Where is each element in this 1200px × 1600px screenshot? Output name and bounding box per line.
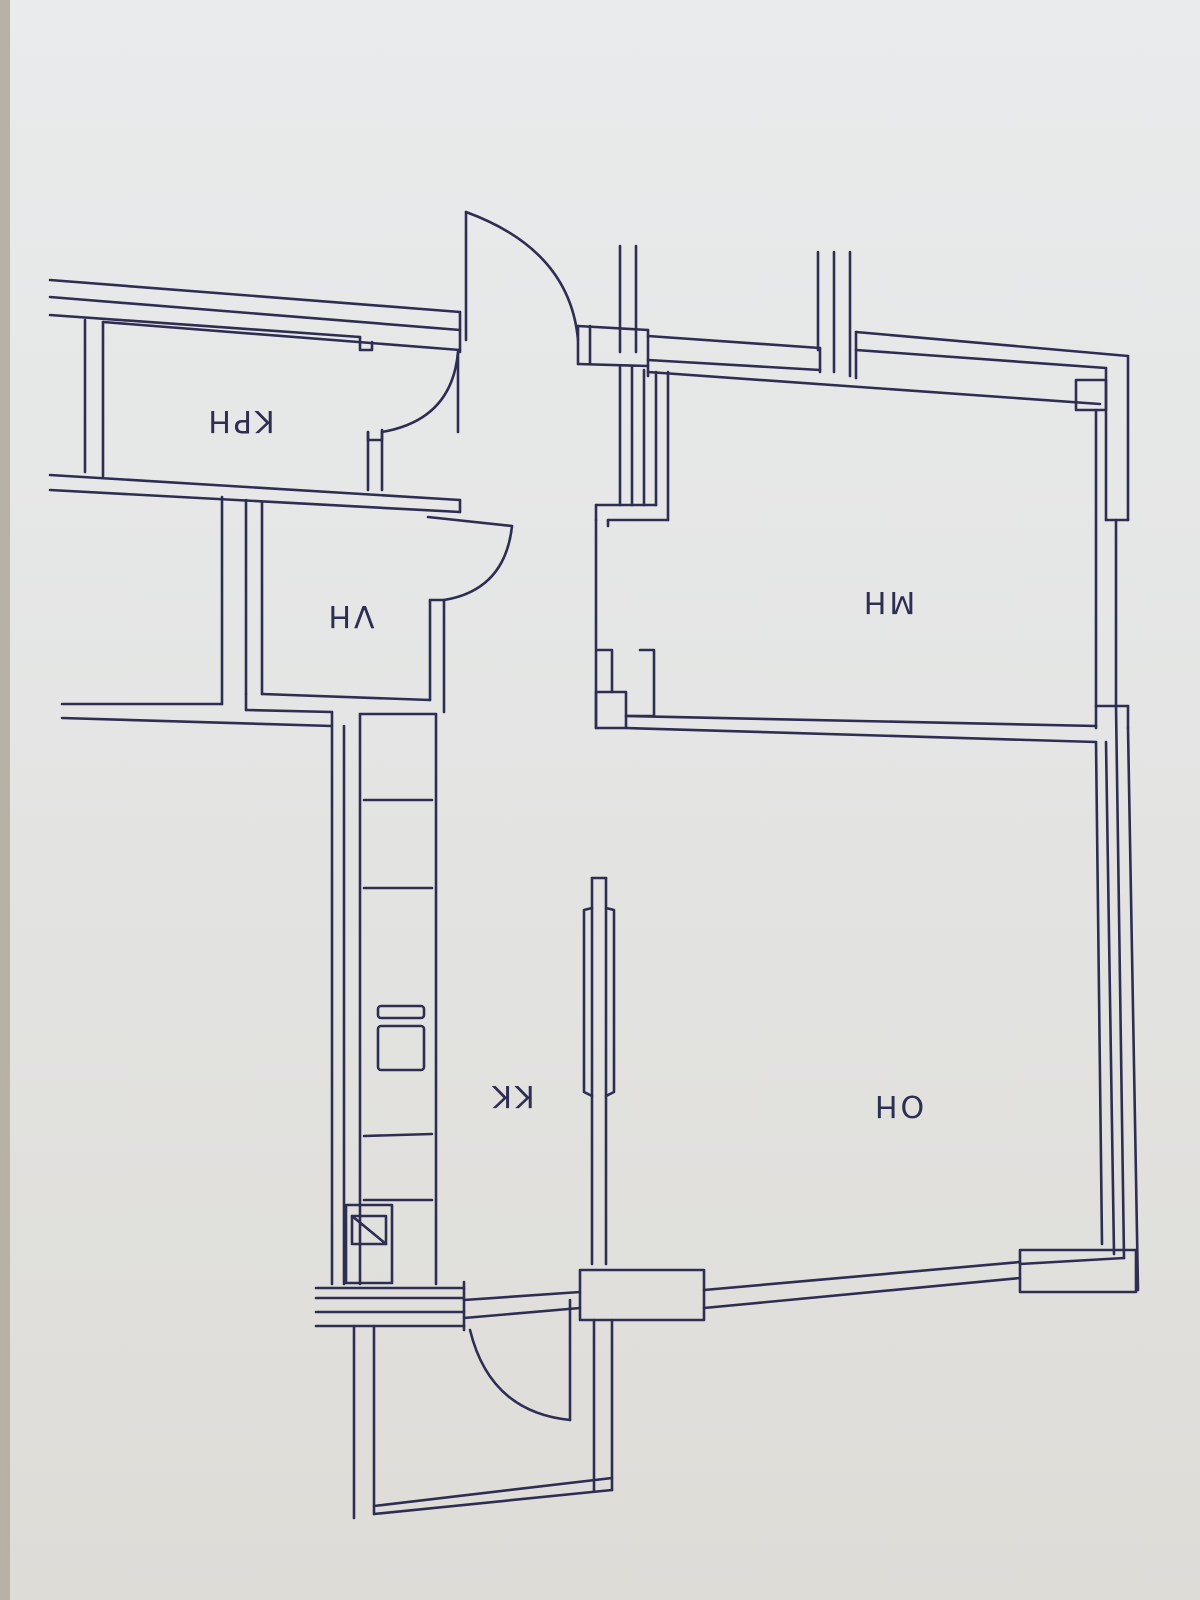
kitchen-counter: [358, 712, 438, 1286]
oh-right-wall: [1094, 704, 1140, 1292]
top-right-wall: [576, 324, 1130, 522]
sink-icon: [344, 1203, 394, 1285]
top-risers: [618, 244, 852, 378]
hall-column: [594, 364, 670, 528]
room-label-mh: MH: [861, 584, 915, 619]
krh-door: [380, 350, 460, 434]
left-walls: [60, 692, 346, 1286]
stove-icon: [376, 1004, 426, 1072]
krh-walls: [48, 318, 462, 514]
glass-partition: [582, 876, 616, 1266]
paper-sheet: [10, 0, 1200, 1600]
room-label-vh: VH: [325, 598, 374, 633]
mh-walls: [594, 408, 1130, 744]
room-label-krh: KPH: [205, 403, 274, 438]
balcony: [352, 1298, 614, 1520]
top-left-wall: [48, 278, 462, 354]
entrance-door: [464, 210, 580, 366]
vh-walls: [220, 495, 514, 714]
bottom-wall: [314, 1248, 1138, 1332]
room-label-oh: OH: [872, 1088, 924, 1123]
room-label-kk: KK: [489, 1078, 534, 1113]
